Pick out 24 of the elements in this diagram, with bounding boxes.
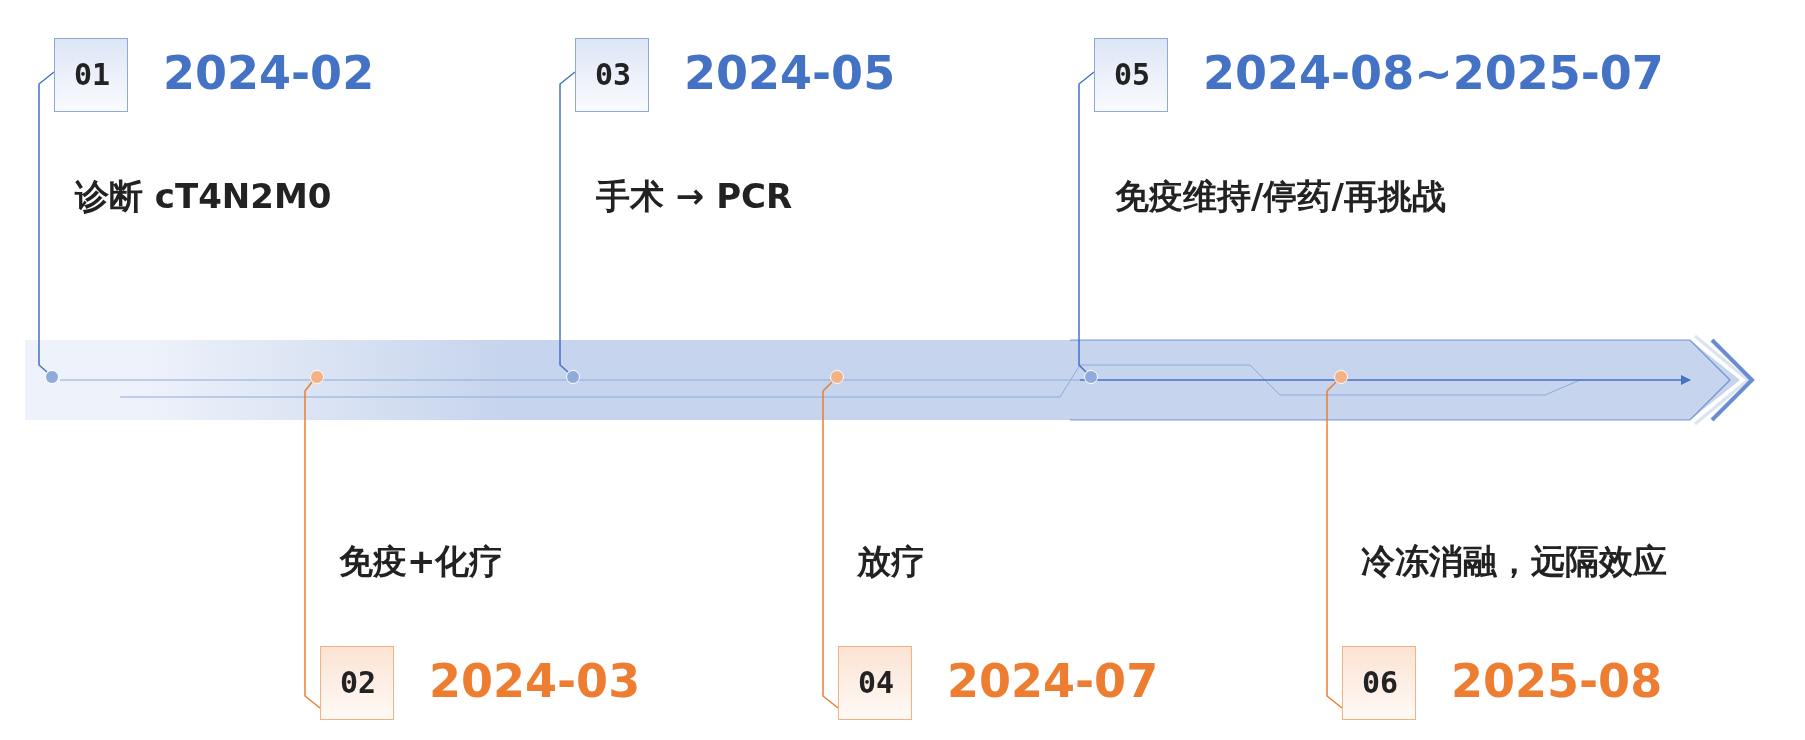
step-number: 06 (1360, 665, 1400, 700)
step-number: 05 (1112, 57, 1152, 92)
step-number: 04 (856, 665, 896, 700)
event-description: 放疗 (857, 540, 925, 583)
date-label: 2025-08 (1451, 653, 1663, 710)
event-description: 冷冻消融，远隔效应 (1361, 540, 1667, 583)
step-number: 01 (72, 57, 112, 92)
event-description: 免疫维持/停药/再挑战 (1115, 175, 1446, 218)
date-label: 2024-08~2025-07 (1203, 45, 1664, 102)
date-label: 2024-02 (163, 45, 375, 102)
leader-line (38, 71, 55, 373)
leader-line (304, 381, 321, 709)
date-label: 2024-05 (684, 45, 896, 102)
event-description: 诊断 cT4N2M0 (75, 175, 332, 218)
step-number: 02 (338, 665, 378, 700)
leader-line (822, 381, 839, 709)
event-description: 免疫+化疗 (339, 540, 504, 583)
step-number: 03 (593, 57, 633, 92)
leader-line (1078, 71, 1095, 373)
leader-line (559, 71, 576, 373)
leader-line (1326, 381, 1343, 709)
date-label: 2024-03 (429, 653, 641, 710)
date-label: 2024-07 (947, 653, 1159, 710)
event-description: 手术 → PCR (596, 175, 793, 218)
